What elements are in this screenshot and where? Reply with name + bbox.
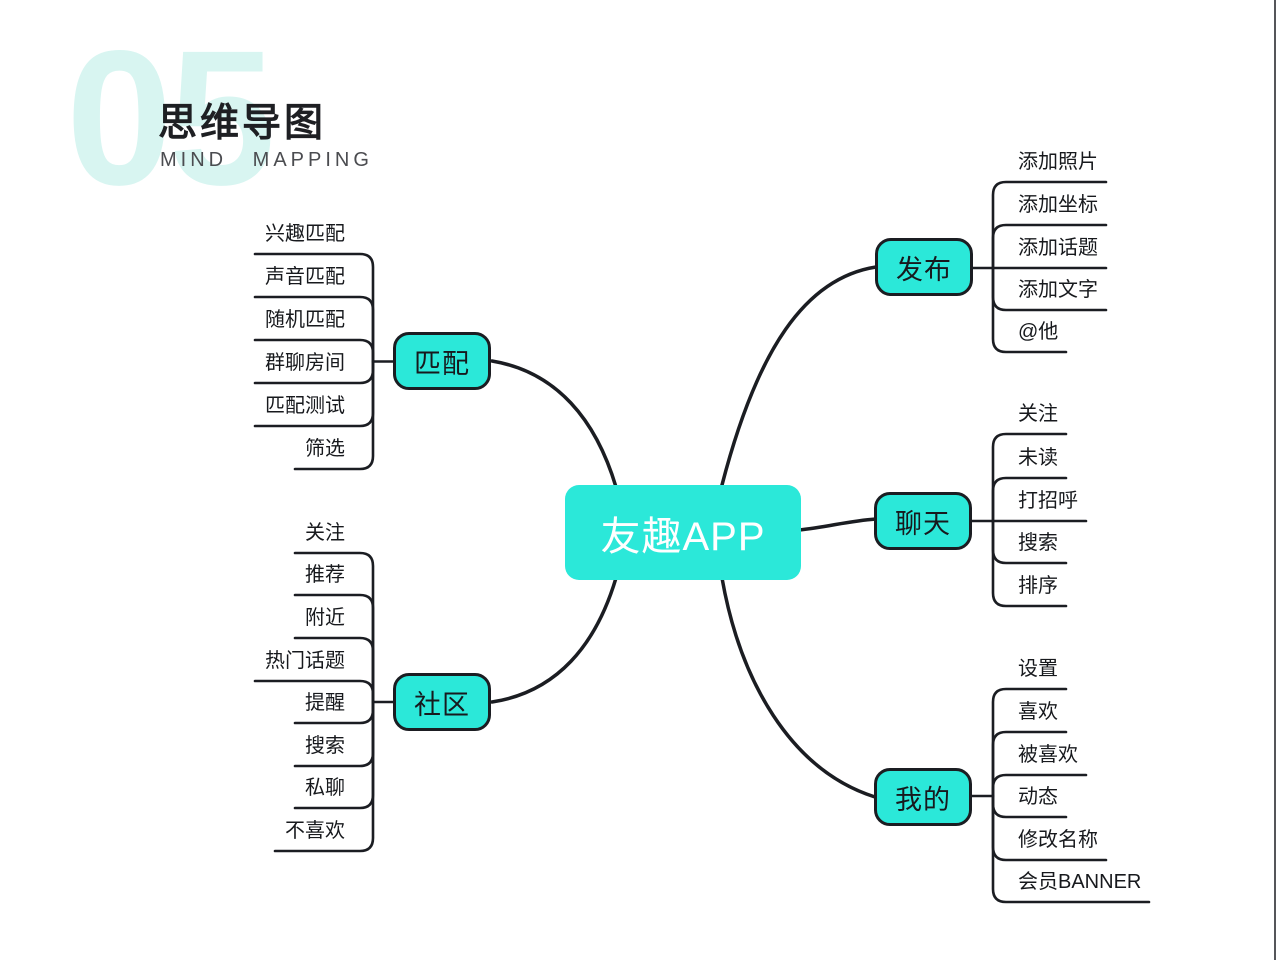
child-topic[interactable]: 附近	[305, 607, 345, 629]
page-title: 思维导图	[158, 102, 327, 145]
branch-node-chat[interactable]: 聊天	[874, 492, 972, 550]
child-topic[interactable]: 兴趣匹配	[265, 223, 345, 245]
branch-node-match[interactable]: 匹配	[393, 332, 491, 390]
child-topic[interactable]: 添加坐标	[1018, 194, 1098, 216]
child-topic[interactable]: 喜欢	[1018, 701, 1058, 723]
child-topic[interactable]: 匹配测试	[265, 395, 345, 417]
child-topic[interactable]: 搜索	[1018, 532, 1058, 554]
branch-node-publish[interactable]: 发布	[875, 238, 973, 296]
child-topic[interactable]: 添加文字	[1018, 279, 1098, 301]
child-topic[interactable]: 动态	[1018, 786, 1058, 808]
child-topic[interactable]: 添加话题	[1018, 237, 1098, 259]
child-topic[interactable]: 不喜欢	[285, 820, 345, 842]
child-topic[interactable]: 私聊	[305, 777, 345, 799]
child-topic[interactable]: 排序	[1018, 575, 1058, 597]
child-topic[interactable]: 被喜欢	[1018, 744, 1078, 766]
child-topic[interactable]: 推荐	[305, 564, 345, 586]
child-topic[interactable]: 随机匹配	[265, 309, 345, 331]
child-topic[interactable]: 添加照片	[1018, 151, 1098, 173]
child-topic[interactable]: 修改名称	[1018, 829, 1098, 851]
child-topic[interactable]: 关注	[305, 522, 345, 544]
child-topic[interactable]: @他	[1018, 321, 1059, 343]
central-topic-node[interactable]: 友趣APP	[565, 485, 801, 580]
child-topic[interactable]: 热门话题	[265, 650, 345, 672]
branch-node-community[interactable]: 社区	[393, 673, 491, 731]
child-topic[interactable]: 提醒	[305, 692, 345, 714]
child-topic[interactable]: 群聊房间	[265, 352, 345, 374]
child-topic[interactable]: 声音匹配	[265, 266, 345, 288]
branch-node-mine[interactable]: 我的	[874, 768, 972, 826]
page-subtitle: MIND MAPPING	[160, 149, 373, 171]
section-number-watermark: 05	[66, 10, 276, 225]
page-edge-line	[1274, 0, 1276, 960]
child-topic[interactable]: 关注	[1018, 403, 1058, 425]
child-topic[interactable]: 搜索	[305, 735, 345, 757]
child-topic[interactable]: 设置	[1018, 658, 1058, 680]
child-topic[interactable]: 打招呼	[1018, 490, 1078, 512]
child-topic[interactable]: 未读	[1018, 447, 1058, 469]
child-topic[interactable]: 筛选	[305, 438, 345, 460]
child-topic[interactable]: 会员BANNER	[1018, 871, 1142, 893]
